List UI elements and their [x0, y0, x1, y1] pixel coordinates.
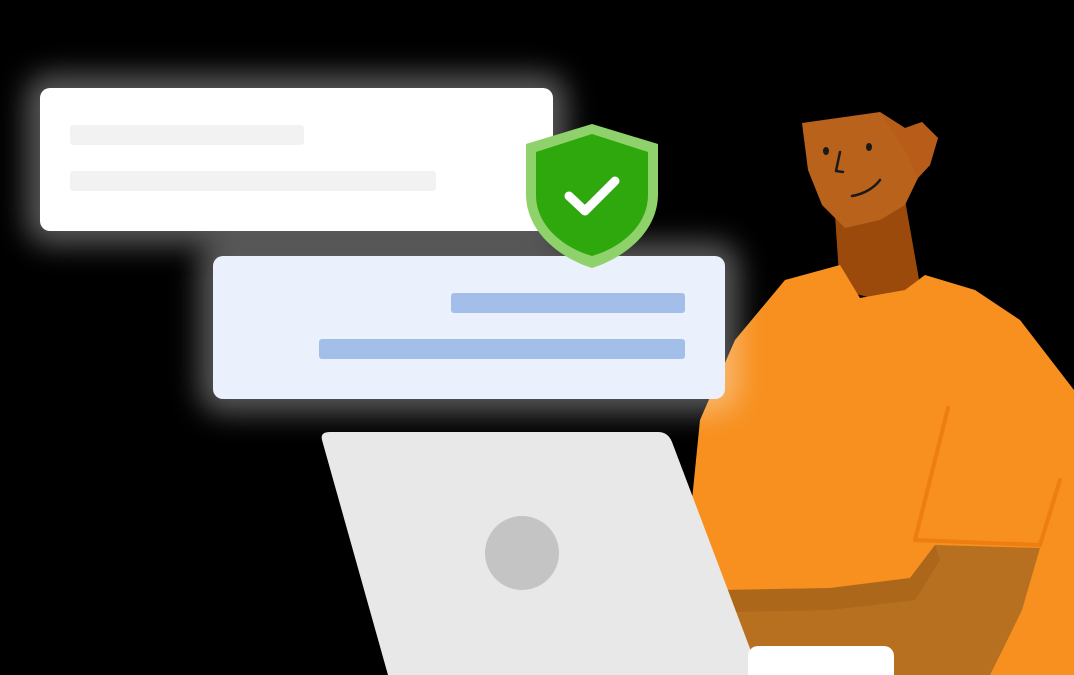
message-text-placeholder	[70, 171, 436, 191]
laptop-logo	[485, 516, 559, 590]
incoming-message-card	[40, 88, 553, 231]
message-text-placeholder	[70, 125, 304, 145]
message-text-placeholder	[451, 293, 685, 313]
outgoing-message-card	[213, 256, 725, 399]
shield-check-icon	[526, 124, 658, 268]
message-text-placeholder	[319, 339, 685, 359]
checkmark-icon	[564, 176, 620, 216]
